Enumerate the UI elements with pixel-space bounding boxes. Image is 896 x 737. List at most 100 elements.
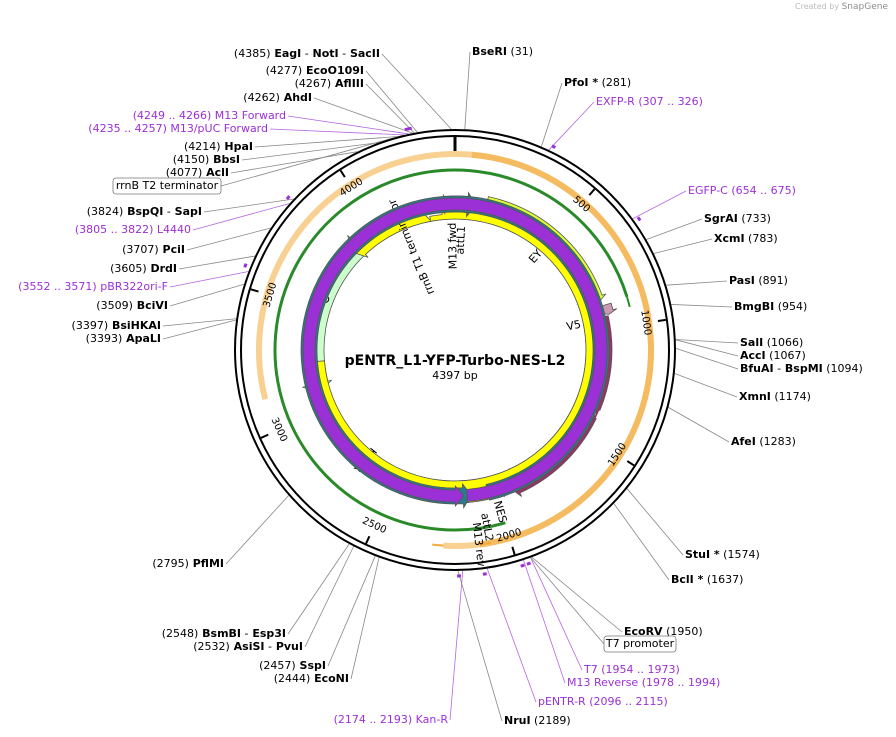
- site-label: (4267) AflIII: [295, 77, 364, 90]
- site-label: SgrAI (733): [704, 212, 771, 225]
- backbone-outer-circle: [234, 129, 676, 571]
- site-label: (3397) BsiHKAI: [72, 319, 161, 332]
- feature-m13-rev: [302, 197, 608, 508]
- tick-mark: [511, 546, 516, 555]
- enzyme-name: AflIII: [331, 77, 364, 90]
- primer-pbr322ori-f: [243, 263, 248, 268]
- site-position: -: [265, 640, 272, 653]
- plasmid-name: pENTR_L1-YFP-Turbo-NES-L2: [345, 353, 566, 369]
- site-position: (4077): [166, 166, 203, 179]
- site-label: StuI * (1574): [685, 548, 760, 561]
- site-label: (2457) SspI: [259, 659, 326, 672]
- leader-line: [269, 128, 405, 136]
- site-position: (1283): [756, 435, 796, 448]
- snapgene-watermark: Created by SnapGene: [795, 2, 888, 12]
- enzyme-name: SalI: [740, 336, 763, 349]
- site-label: pENTR-R (2096 .. 2115): [538, 695, 668, 708]
- site-position: (2532): [193, 640, 230, 653]
- site-position: (1950): [663, 625, 703, 638]
- enzyme-name: HpaI: [221, 140, 253, 153]
- enzyme-name: BsiHKAI: [108, 319, 161, 332]
- tick-mark: [626, 460, 635, 467]
- orange-bar-2-arrow: [432, 543, 444, 547]
- primer-egfp-c: [636, 216, 642, 222]
- feature-bars: [256, 151, 654, 549]
- site-label: (4077) AclI: [166, 166, 229, 179]
- leader-line: [162, 318, 237, 327]
- enzyme-name: Esp3I: [248, 627, 286, 640]
- tick-mark: [588, 188, 596, 196]
- boxed-label: rrnB T2 terminator: [116, 179, 219, 192]
- site-label: (3805 .. 3822) L4440: [75, 223, 191, 236]
- tick-mark: [260, 433, 269, 439]
- enzyme-name: PflMI: [189, 557, 224, 570]
- site-position: (3605): [110, 262, 147, 275]
- site-position: M13 Forward: [211, 109, 286, 122]
- site-label: (4214) HpaI: [184, 140, 253, 153]
- leader-line: [241, 142, 379, 161]
- site-position: -: [301, 47, 308, 60]
- leader-line: [169, 271, 249, 288]
- site-label: PasI (891): [729, 274, 788, 287]
- site-position: (1094): [823, 362, 863, 375]
- site-label: (3552 .. 3571) pBR322ori-F: [18, 280, 168, 293]
- leader-line: [666, 280, 728, 286]
- site-position: (4385): [234, 47, 271, 60]
- leader-line: [254, 136, 398, 148]
- leader-line: [671, 304, 733, 308]
- enzyme-name: BclI *: [671, 573, 704, 586]
- site-position: (654 .. 675): [728, 184, 796, 197]
- leader-line: [626, 488, 684, 556]
- t7-bar-arrow: [626, 296, 631, 308]
- tick-mark: [250, 288, 259, 293]
- leader-line: [365, 83, 415, 134]
- site-position: (4277): [266, 64, 303, 77]
- enzyme-name: ApaLI: [122, 332, 161, 345]
- site-label: BmgBI (954): [734, 300, 807, 313]
- site-label: T7 (1954 .. 1973): [583, 663, 680, 676]
- leader-line: [220, 134, 404, 187]
- site-position: (3805 .. 3822): [75, 223, 154, 236]
- enzyme-name: DrdI: [147, 262, 177, 275]
- feature-attl2: [300, 195, 610, 510]
- site-label: (4249 .. 4266) M13 Forward: [133, 109, 286, 122]
- tick-mark: [339, 169, 346, 178]
- label-leader-lines: [162, 51, 739, 722]
- leader-line: [162, 319, 237, 340]
- site-label: (3707) PciI: [122, 243, 185, 256]
- leader-line: [675, 339, 739, 344]
- leader-line: [632, 190, 687, 220]
- tick-label: 1500: [606, 441, 629, 468]
- site-position: -: [339, 47, 346, 60]
- leader-line: [287, 543, 350, 635]
- site-position: (891): [755, 274, 788, 287]
- site-label: (3605) DrdI: [110, 262, 177, 275]
- boxed-label: T7 promoter: [605, 637, 675, 650]
- site-position: (4214): [184, 140, 221, 153]
- site-label: (4235 .. 4257) M13/pUC Forward: [88, 122, 268, 135]
- enzyme-name: EcoO109I: [302, 64, 364, 77]
- leader-line: [523, 559, 566, 684]
- site-position: (954): [774, 300, 807, 313]
- site-position: (1174): [771, 390, 811, 403]
- t7-bar: [273, 168, 629, 532]
- site-label: (4262) AhdI: [243, 91, 312, 104]
- primer-m13-puc-forward: [404, 127, 409, 132]
- site-label: EXFP-R (307 .. 326): [596, 95, 703, 108]
- leader-line: [178, 255, 256, 270]
- site-label: PfoI * (281): [564, 76, 631, 89]
- leader-line: [646, 218, 703, 240]
- site-position: (783): [745, 232, 778, 245]
- site-position: EGFP-C: [688, 184, 728, 197]
- site-label: M13 Reverse (1978 .. 1994): [567, 676, 720, 689]
- feature-label: M13 rev: [470, 522, 488, 568]
- site-position: T7: [583, 663, 598, 676]
- enzyme-name: XmnI: [739, 390, 771, 403]
- site-position: (2096 .. 2115): [586, 695, 668, 708]
- enzyme-name: NruI: [504, 714, 531, 727]
- enzyme-name: BseRI: [472, 45, 507, 58]
- site-label: AccI (1067): [740, 349, 806, 362]
- enzyme-name: BbsI: [209, 153, 240, 166]
- site-position: (2189): [531, 714, 571, 727]
- enzyme-name: EcoRV: [624, 625, 663, 638]
